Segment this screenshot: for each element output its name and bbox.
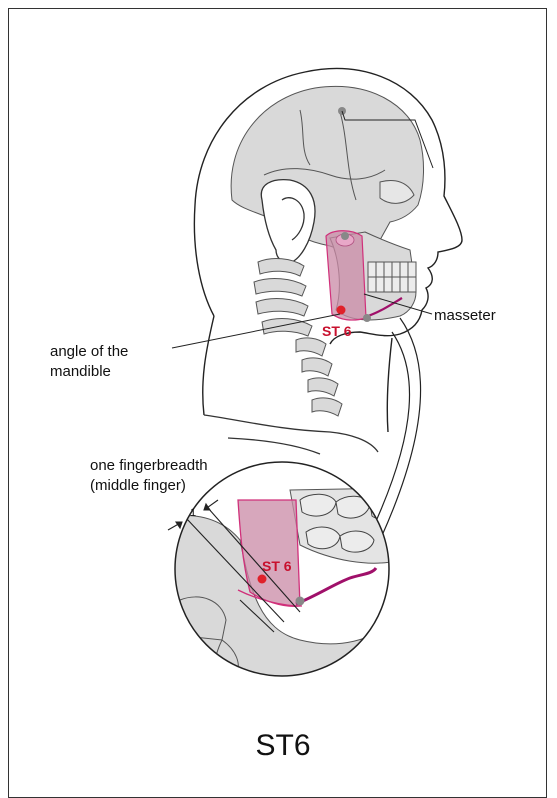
- fingerbreadth-label-line2: (middle finger): [90, 477, 186, 494]
- fingerbreadth-label-line1: one fingerbreadth: [90, 457, 208, 474]
- shoulder: [204, 415, 378, 454]
- landmark-dot-zoom: [296, 597, 305, 606]
- angle-label-line1: angle of the: [50, 343, 128, 360]
- st6-point-label: ST 6: [322, 323, 352, 339]
- zoom-inset: [150, 462, 400, 700]
- st6-point: [337, 306, 346, 315]
- st6-point-zoom: [258, 575, 267, 584]
- st6-point-zoom-label: ST 6: [262, 558, 292, 574]
- masseter-muscle: [326, 231, 366, 320]
- ear: [261, 180, 315, 263]
- figure-caption: ST6: [255, 729, 310, 762]
- masseter-label: masseter: [434, 307, 496, 324]
- landmark-dot: [341, 232, 349, 240]
- zoom-connector: [380, 318, 420, 540]
- measure-label: 1: [190, 507, 196, 519]
- angle-label-line2: mandible: [50, 363, 111, 380]
- landmark-dot: [363, 314, 371, 322]
- zoom-connector: [372, 332, 410, 530]
